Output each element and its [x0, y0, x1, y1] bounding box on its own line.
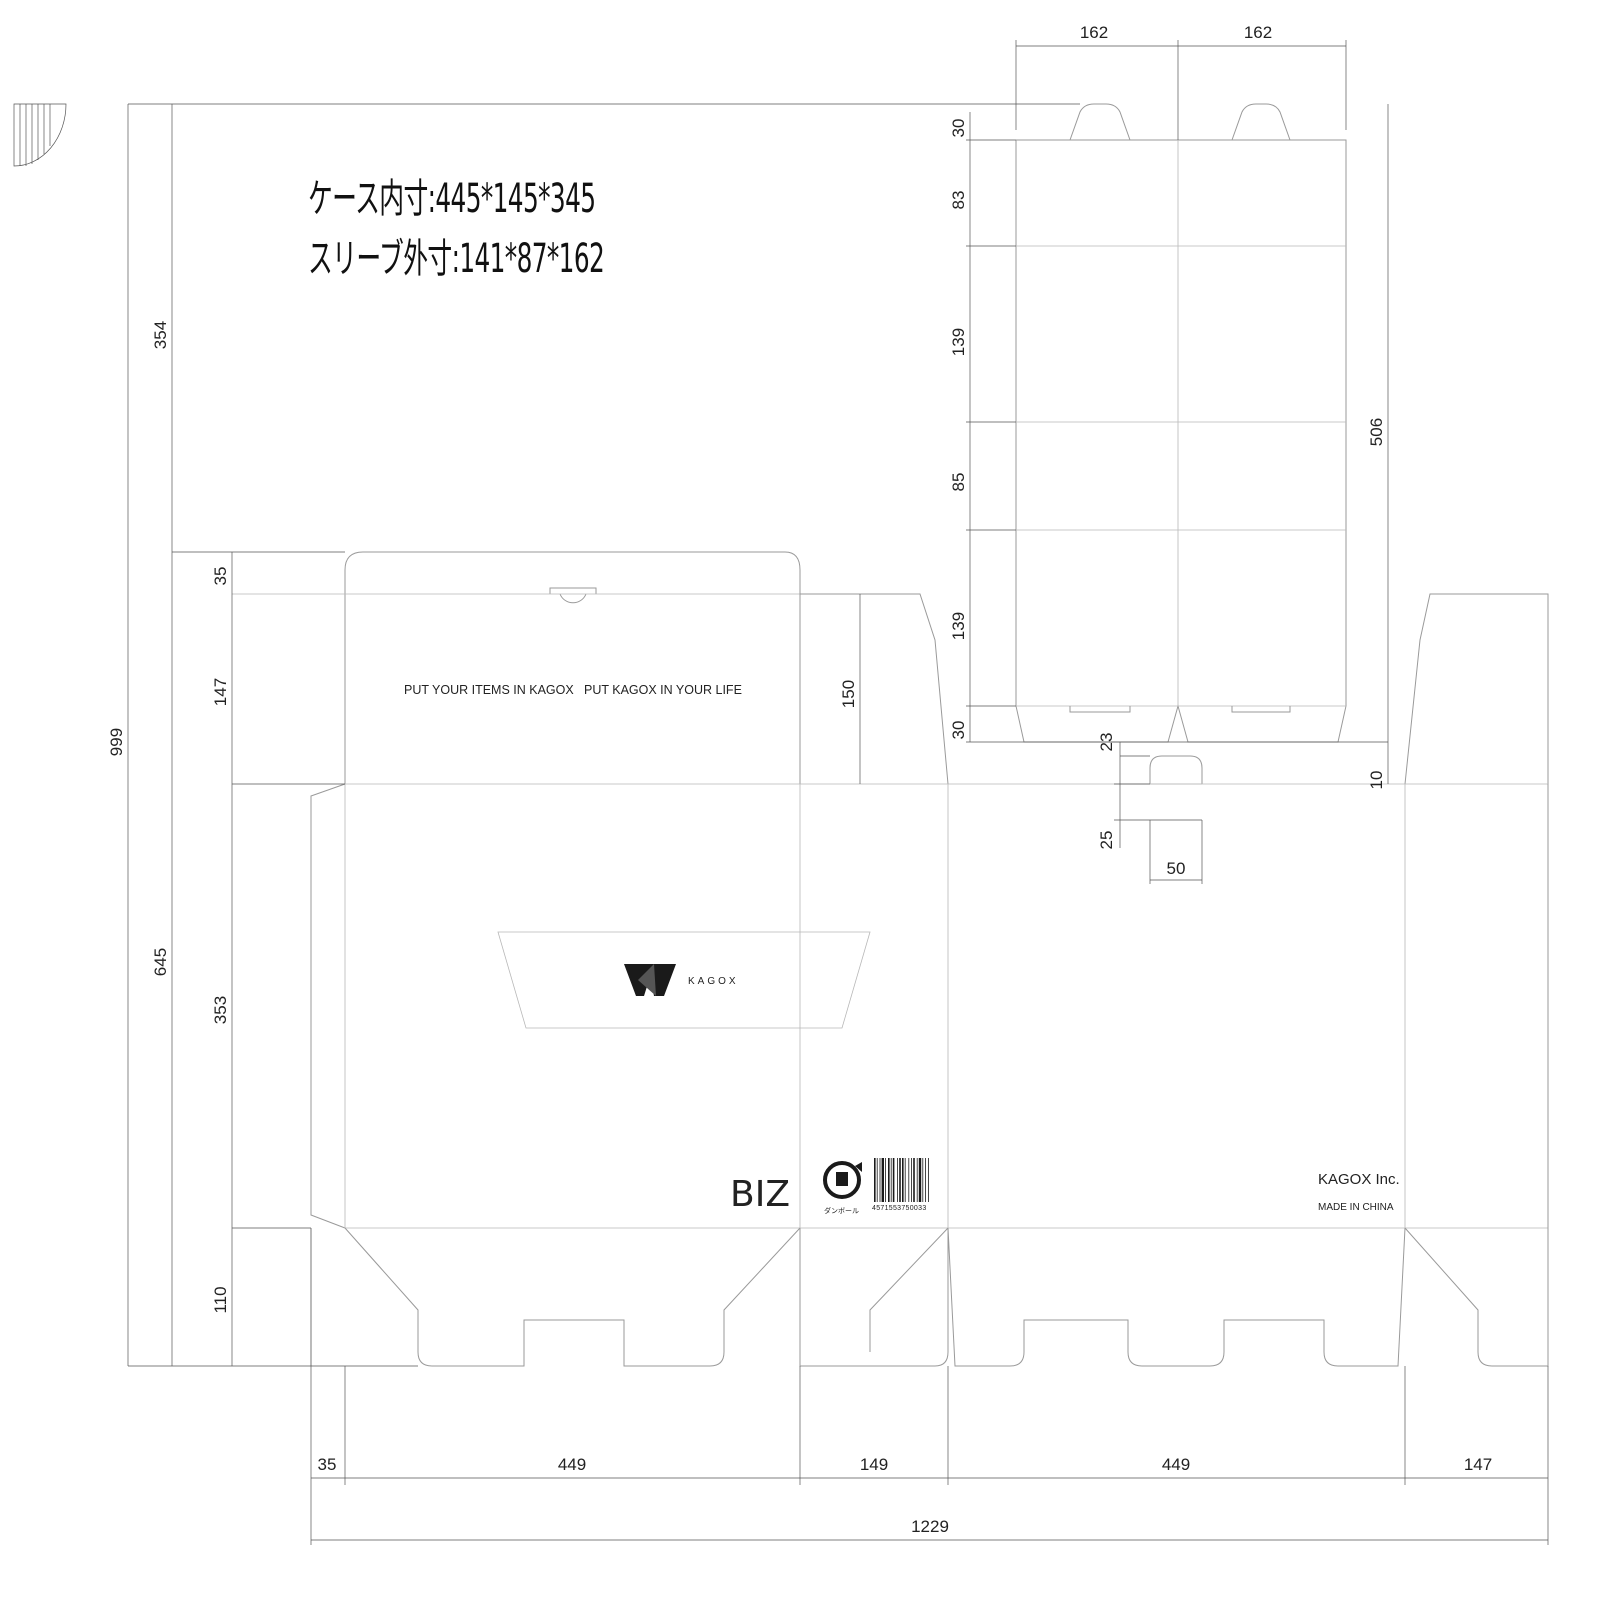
dim-total-width: 1229 [911, 1517, 949, 1536]
barcode-bar [881, 1158, 884, 1202]
dim-sleeve-tab-bottom: 30 [949, 721, 968, 740]
barcode-bar [928, 1158, 929, 1202]
barcode-bar [913, 1158, 915, 1202]
dim-top-flap: 147 [211, 678, 230, 706]
dim-front-width: 449 [558, 1455, 586, 1474]
barcode-bar [918, 1158, 922, 1202]
dim-tuck-flap: 35 [211, 567, 230, 586]
dim-glue-tab: 35 [318, 1455, 337, 1474]
biz-label: BIZ [730, 1174, 790, 1215]
company-name: KAGOX Inc. [1318, 1171, 1400, 1188]
dim-end-side-width: 147 [1464, 1455, 1492, 1474]
dim-upper-height: 354 [151, 321, 170, 349]
barcode-bar [902, 1158, 904, 1202]
brand-name: KAGOX [688, 976, 739, 987]
recycle-icon [823, 1161, 862, 1199]
barcode-bar [911, 1158, 912, 1202]
barcode-bar [908, 1158, 910, 1202]
dim-handle-width: 50 [1167, 859, 1186, 878]
dim-sleeve-seg-4: 139 [949, 612, 968, 640]
barcode-bar [897, 1158, 898, 1202]
barcode-bar [899, 1158, 901, 1202]
barcode-bar [892, 1158, 895, 1202]
dim-sleeve-col-2: 162 [1244, 23, 1272, 42]
barcode-bar [874, 1158, 876, 1202]
dim-bottom-flap: 110 [211, 1286, 230, 1313]
dim-lower-height: 645 [151, 948, 170, 976]
barcode-bar [876, 1158, 878, 1202]
sleeve-outer-size-label: スリーブ外寸:141*87*162 [308, 236, 605, 282]
barcode-number: 4571553750033 [872, 1205, 927, 1212]
dim-sleeve-tab-top: 30 [949, 119, 968, 138]
brand-banner [497, 931, 871, 1029]
dim-handle-offset: 10 [1367, 771, 1386, 790]
printed-content: PUT YOUR ITEMS IN KAGOX PUT KAGOX IN YOU… [404, 683, 1400, 1215]
recycle-label: ダンボール [824, 1206, 859, 1215]
slogan-left: PUT YOUR ITEMS IN KAGOX [404, 683, 574, 697]
barcode-bar [922, 1158, 924, 1202]
dim-back-width: 449 [1162, 1455, 1190, 1474]
barcode-bar [885, 1158, 886, 1202]
case-inner-size-label: ケース内寸:445*145*345 [308, 176, 596, 222]
barcode-bar [879, 1158, 881, 1202]
box-dieline [232, 551, 1549, 1367]
corner-marker [13, 103, 67, 167]
dim-sleeve-seg-1: 83 [949, 191, 968, 210]
slogan-right: PUT KAGOX IN YOUR LIFE [584, 683, 742, 697]
dim-handle-depth: 25 [1097, 831, 1116, 850]
barcode-bar [925, 1158, 926, 1202]
sleeve-dieline [1015, 103, 1347, 743]
dim-side-width: 149 [860, 1455, 888, 1474]
barcode-bar [904, 1158, 906, 1202]
made-in-label: MADE IN CHINA [1318, 1202, 1394, 1213]
dim-sleeve-col-1: 162 [1080, 23, 1108, 42]
kagox-logo-icon [624, 964, 676, 996]
barcode-bar [916, 1158, 918, 1202]
dim-sleeve-total: 506 [1367, 418, 1386, 446]
dim-sleeve-seg-3: 85 [949, 473, 968, 492]
barcode-bar [888, 1158, 890, 1202]
dim-handle-gap: 23 [1097, 733, 1116, 752]
dimension-lines [127, 40, 1549, 1545]
dim-total-height: 999 [107, 728, 126, 756]
dim-panel-height: 353 [211, 996, 230, 1024]
barcode-bar [890, 1158, 892, 1202]
dim-side-flap: 150 [839, 680, 858, 708]
dimension-labels: 999 354 645 35 147 353 110 150 35 449 14… [107, 23, 1492, 1536]
dim-sleeve-seg-2: 139 [949, 328, 968, 356]
barcode-icon [874, 1158, 929, 1202]
